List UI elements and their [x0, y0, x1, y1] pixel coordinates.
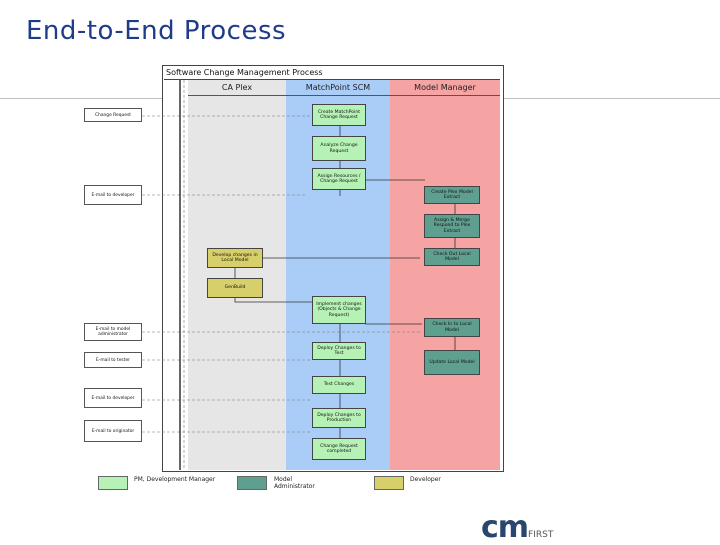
- step-update-local-model: Update Local Model: [424, 350, 480, 375]
- lane-header-band: [188, 80, 500, 96]
- step-change-request-completed: Change Request completed: [312, 438, 366, 460]
- right-divider: [502, 98, 720, 99]
- step-develop-changes: Develop changes in Local Model: [207, 248, 263, 268]
- logo-main: cm: [481, 510, 529, 545]
- legend-label-model-admin: Model Administrator: [274, 476, 315, 490]
- legend-label-pm: PM, Development Manager: [134, 476, 216, 483]
- lane-title-model-manager: Model Manager: [414, 83, 476, 92]
- legend-label-developer: Developer: [410, 476, 441, 483]
- lane-model-manager: [390, 80, 500, 470]
- step-check-in-local-model: Check In to Local Model: [424, 318, 480, 337]
- step-deploy-to-production: Deploy Changes to Production: [312, 408, 366, 428]
- step-test-changes: Test Changes: [312, 376, 366, 394]
- doc-email-tester: E-mail to tester: [84, 352, 142, 368]
- lane-title-matchpoint-scm: MatchPoint SCM: [305, 83, 371, 92]
- step-genbuild: GenBuild: [207, 278, 263, 298]
- logo-suffix: FIRST: [528, 530, 554, 540]
- legend-swatch-model-admin: [237, 476, 267, 490]
- doc-email-developer-2: E-mail to developer: [84, 388, 142, 408]
- diagram-header: Software Change Management Process: [164, 68, 500, 80]
- step-create-change-request: Create MatchPoint Change Request: [312, 104, 366, 126]
- step-analyze-change-request: Analyze Change Request: [312, 136, 366, 161]
- step-implement-changes: Implement changes (Objects & Change Requ…: [312, 296, 366, 324]
- cmfirst-logo: cmFIRST: [481, 510, 553, 545]
- doc-email-developer: E-mail to developer: [84, 185, 142, 205]
- doc-email-model-admin: E-mail to model administrator: [84, 323, 142, 341]
- legend-swatch-pm: [98, 476, 128, 490]
- left-divider: [0, 98, 164, 99]
- step-assign-merge-extract: Assign & Merge Respond to Plex Extract: [424, 214, 480, 238]
- step-deploy-to-test: Deploy Changes to Test: [312, 342, 366, 360]
- legend-swatch-developer: [374, 476, 404, 490]
- lane-ca-plex: [188, 80, 286, 470]
- step-assign-resources: Assign Resources / Change Request: [312, 168, 366, 190]
- doc-change-request: Change Request: [84, 108, 142, 122]
- step-create-plex-extract: Create Plex Model Extract: [424, 186, 480, 204]
- doc-email-originator: E-mail to originator: [84, 420, 142, 442]
- slide-title: End-to-End Process: [26, 16, 287, 46]
- step-check-out-local-model: Check Out Local Model: [424, 248, 480, 266]
- lane-title-ca-plex: CA Plex: [221, 83, 253, 92]
